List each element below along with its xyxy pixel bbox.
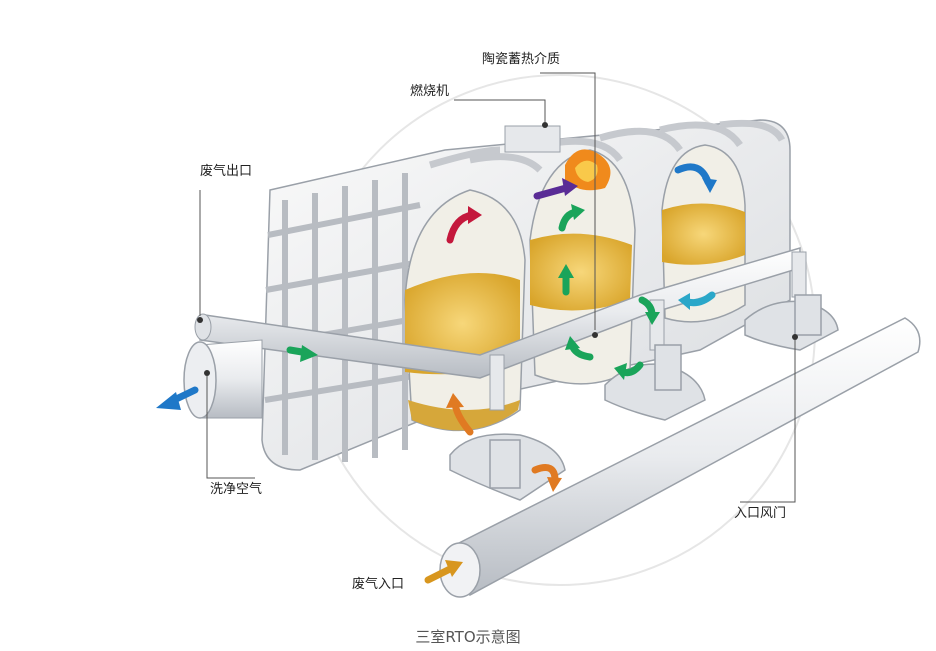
label-inlet-damper: 入口风门 [734,506,787,521]
chamber2-side-arrow [638,296,660,325]
chamber1-top-arrow [446,206,482,244]
chamber2-bottom-arrow [565,336,594,361]
diagram-caption: 三室RTO示意图 [415,628,521,646]
outlet-pipe [183,339,263,419]
flow-arrows [156,163,717,584]
chamber1-up-arrow [446,393,474,436]
frame-grid [264,173,421,462]
burner-unit [504,125,611,191]
label-ceramic-media: 陶瓷蓄热介质 [482,52,561,67]
ceramic-media-3 [662,203,745,265]
leader-lines [197,72,798,503]
inlet-curve-arrow [531,464,562,492]
inlet-pipe [439,294,921,598]
label-waste-gas-inlet: 废气入口 [352,577,405,592]
label-burner: 燃烧机 [410,84,450,99]
clean-air-out-arrow [156,386,199,410]
duct-flow-arrow [286,345,318,362]
chamber3-top-arrow [674,163,717,193]
waste-gas-in-arrow [424,560,463,584]
chamber2-top-arrow [558,204,585,232]
rto-body [261,119,791,471]
chamber2-mid-arrow [558,264,574,296]
ceramic-media-2 [530,233,632,311]
inlet-dampers [449,294,839,501]
burner-flow-arrow [533,178,578,200]
bottom-return-arrow [614,361,644,380]
exhaust-duct [194,246,807,411]
chamber3-mid-arrow [678,291,716,310]
label-clean-air: 洗净空气 [210,482,263,497]
label-exhaust-outlet: 废气出口 [200,164,253,179]
